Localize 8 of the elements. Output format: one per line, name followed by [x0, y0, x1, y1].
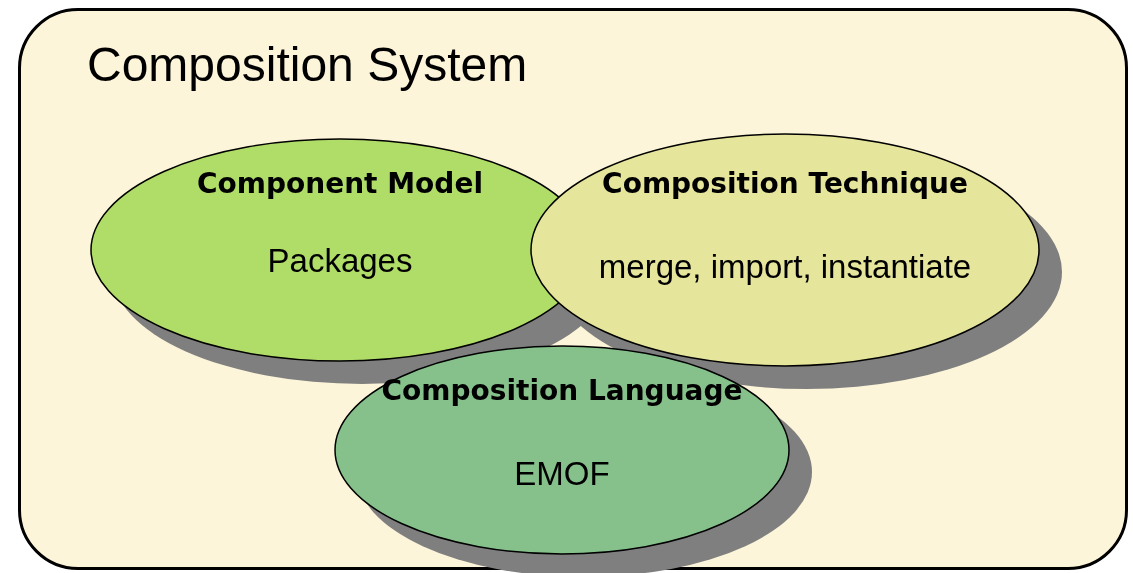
box-title: Composition System: [87, 37, 528, 92]
ellipse-text: merge, import, instantiate: [598, 248, 972, 286]
system-box: [18, 8, 1128, 570]
ellipse-heading: Component Model: [197, 167, 483, 200]
ellipse-text: EMOF: [514, 455, 610, 493]
ellipse-text: Packages: [267, 242, 413, 280]
ellipse-heading: Composition Language: [381, 374, 743, 407]
ellipse-heading: Composition Technique: [602, 167, 968, 200]
